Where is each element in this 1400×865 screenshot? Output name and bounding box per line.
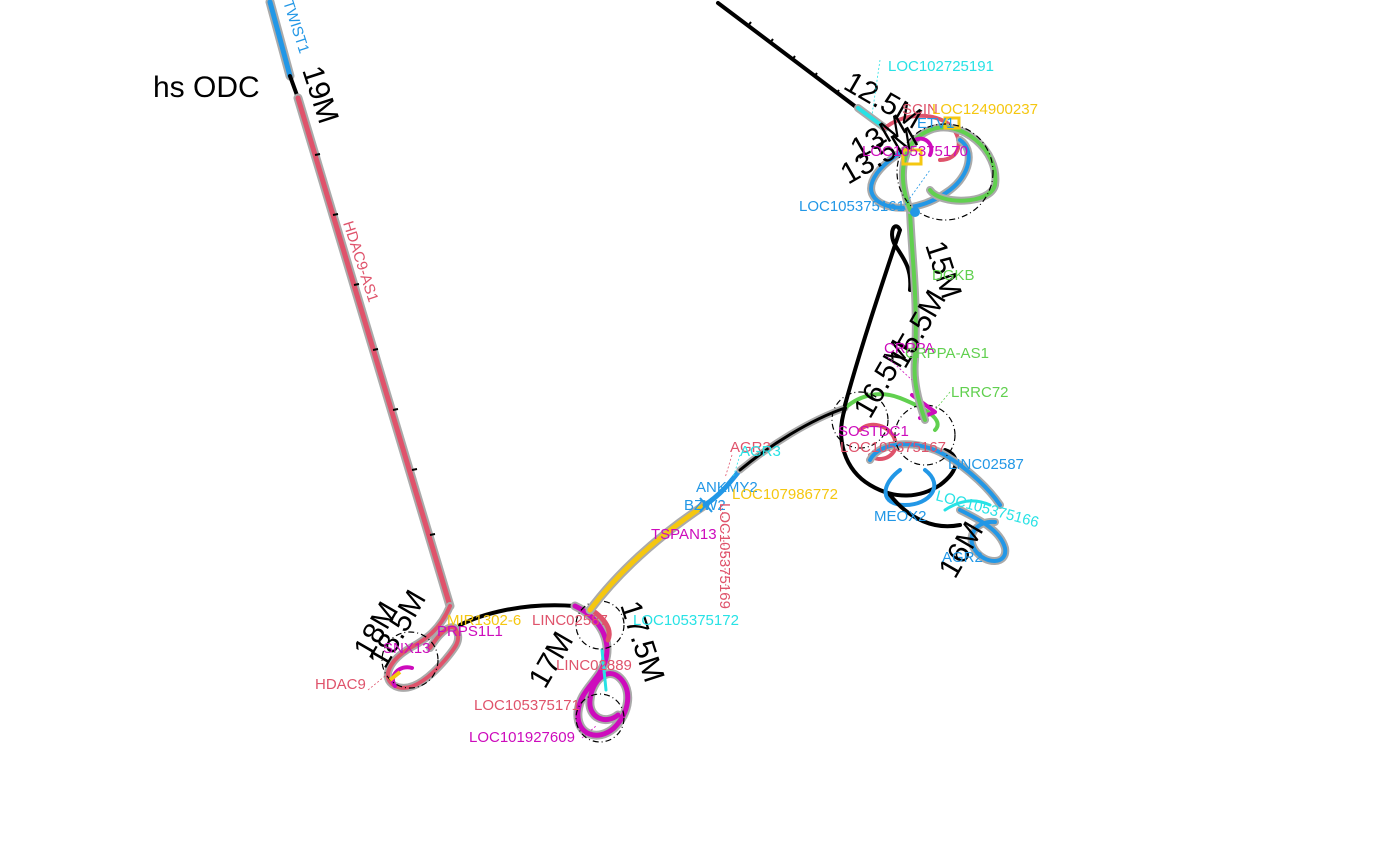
leader-lines [367,59,951,739]
chromatin-knot-linc02889 [570,600,633,743]
gene-labels: TWIST1 HDAC9-AS1 HDAC9 SNX13 PRPS1L1 MIR… [279,0,1040,746]
chromatin-knot-hdac9 [381,602,577,692]
gene-label-lrrc72: LRRC72 [951,384,1009,401]
chromatin-knot-meox2 [831,391,1010,565]
chromatin-dgkb-stem [843,206,929,424]
hdac9-as1-segment [295,95,453,609]
gene-label-linc02587-red: LINC02587 [532,612,608,629]
gene-label-loc105375170: LOC105375170 [862,143,968,160]
gene-label-scin: SCIN [902,101,938,118]
gene-label-agr3-cyan: AGR3 [740,443,781,460]
gene-label-loc101927609: LOC101927609 [469,729,575,746]
gene-label-snx13: SNX13 [383,640,431,657]
gene-label-tspan13: TSPAN13 [651,526,717,543]
gene-label-loc107986772: LOC107986772 [732,486,838,503]
gene-label-loc124900237: LOC124900237 [932,101,1038,118]
gene-label-loc105375169: LOC105375169 [716,503,733,609]
chromatin-knot-scin [716,1,1000,221]
gene-label-bzw2: BZW2 [684,497,726,514]
gene-label-dgkb: DGKB [932,267,975,284]
gene-label-mir1302-6: MIR1302-6 [447,612,521,629]
gene-label-crppa: CRPPA [884,340,935,357]
gene-label-meox2: MEOX2 [874,508,927,525]
diagram-title: hs ODC [153,71,260,104]
gene-label-crppa-as1: CRPPA-AS1 [905,345,989,362]
gene-label-ankmy2: ANKMY2 [696,479,758,496]
gene-label-loc105375172: LOC105375172 [633,612,739,629]
gene-label-agr3-red: AGR3 [730,439,771,456]
gene-label-sostdc1: SOSTDC1 [838,423,909,440]
tick-marks [314,153,436,536]
gene-label-loc102725191: LOC102725191 [888,58,994,75]
twist1-segment [267,0,293,79]
gene-label-loc105375171: LOC105375171 [474,697,580,714]
gene-label-linc02889: LINC02889 [556,657,632,674]
gene-label-loc105375167: LOC105375167 [840,439,946,456]
gene-label-linc02587-blue: LINC02587 [948,456,1024,473]
chromatin-left-arm [265,0,455,611]
gene-label-agr2: AGR2 [942,549,983,566]
gene-label-etv1: ETV1 [917,115,955,132]
gene-label-loc105375161: LOC105375161 [799,198,905,215]
gene-label-prps1l1: PRPS1L1 [437,623,503,640]
gene-label-hdac9: HDAC9 [315,676,366,693]
